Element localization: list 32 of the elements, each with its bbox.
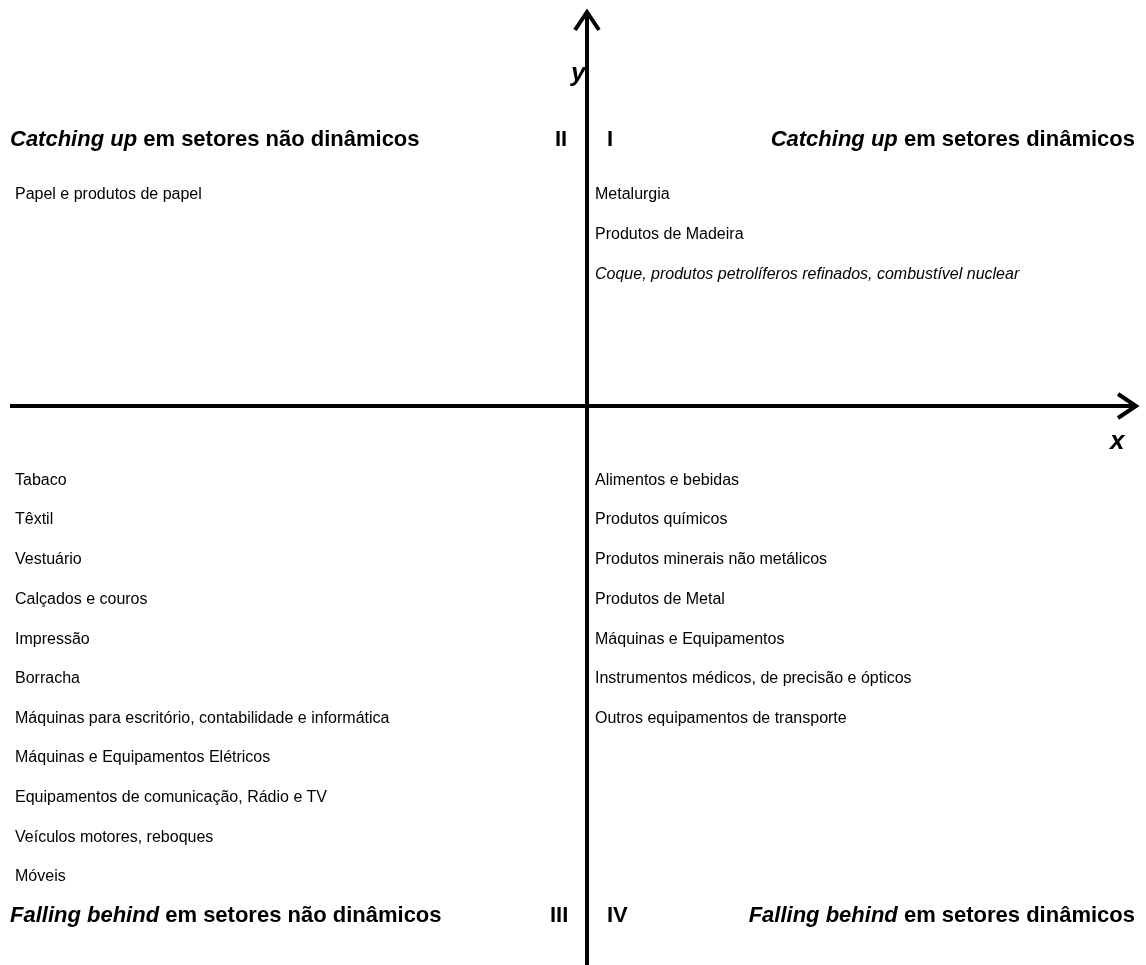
- sector-label: Produtos de Madeira: [595, 224, 744, 244]
- quadrant-number: IV: [607, 903, 628, 927]
- sector-label: Veículos motores, reboques: [15, 827, 214, 847]
- sector-label: Produtos de Metal: [595, 589, 725, 609]
- sector-label: Papel e produtos de papel: [15, 184, 202, 204]
- sector-label: Móveis: [15, 866, 66, 886]
- quadrant-heading: Catching up em setores não dinâmicos: [10, 127, 420, 151]
- sector-label: Impressão: [15, 629, 90, 649]
- sector-label: Borracha: [15, 668, 80, 688]
- sector-label: Produtos minerais não metálicos: [595, 549, 828, 569]
- sector-label: Máquinas e Equipamentos Elétricos: [15, 747, 271, 767]
- sector-label: Calçados e couros: [15, 589, 148, 609]
- quadrant-number: II: [555, 127, 568, 151]
- sector-label: Máquinas e Equipamentos: [595, 629, 785, 649]
- quadrant-heading: Falling behind em setores dinâmicos: [748, 903, 1135, 927]
- sector-label: Vestuário: [15, 549, 82, 569]
- sector-label: Equipamentos de comunicação, Rádio e TV: [15, 787, 327, 807]
- quadrant-heading: Falling behind em setores não dinâmicos: [10, 903, 442, 927]
- sector-label: Instrumentos médicos, de precisão e ópticos: [595, 668, 912, 688]
- sector-label: Alimentos e bebidas: [595, 470, 740, 490]
- sector-label: Têxtil: [15, 509, 54, 529]
- sector-label: Coque, produtos petrolíferos refinados, combustível nuclear: [595, 264, 1020, 284]
- sector-label: Produtos químicos: [595, 509, 728, 529]
- quadrant-number: III: [550, 903, 569, 927]
- sector-label: Máquinas para escritório, contabilidade e informática: [15, 708, 390, 728]
- axis-label: y: [571, 60, 586, 84]
- quadrant-heading: Catching up em setores dinâmicos: [770, 127, 1135, 151]
- quadrant-number: I: [607, 127, 614, 151]
- axis-label: x: [1110, 428, 1125, 452]
- sector-label: Tabaco: [15, 470, 67, 490]
- sector-label: Outros equipamentos de transporte: [595, 708, 847, 728]
- sector-label: Metalurgia: [595, 184, 670, 204]
